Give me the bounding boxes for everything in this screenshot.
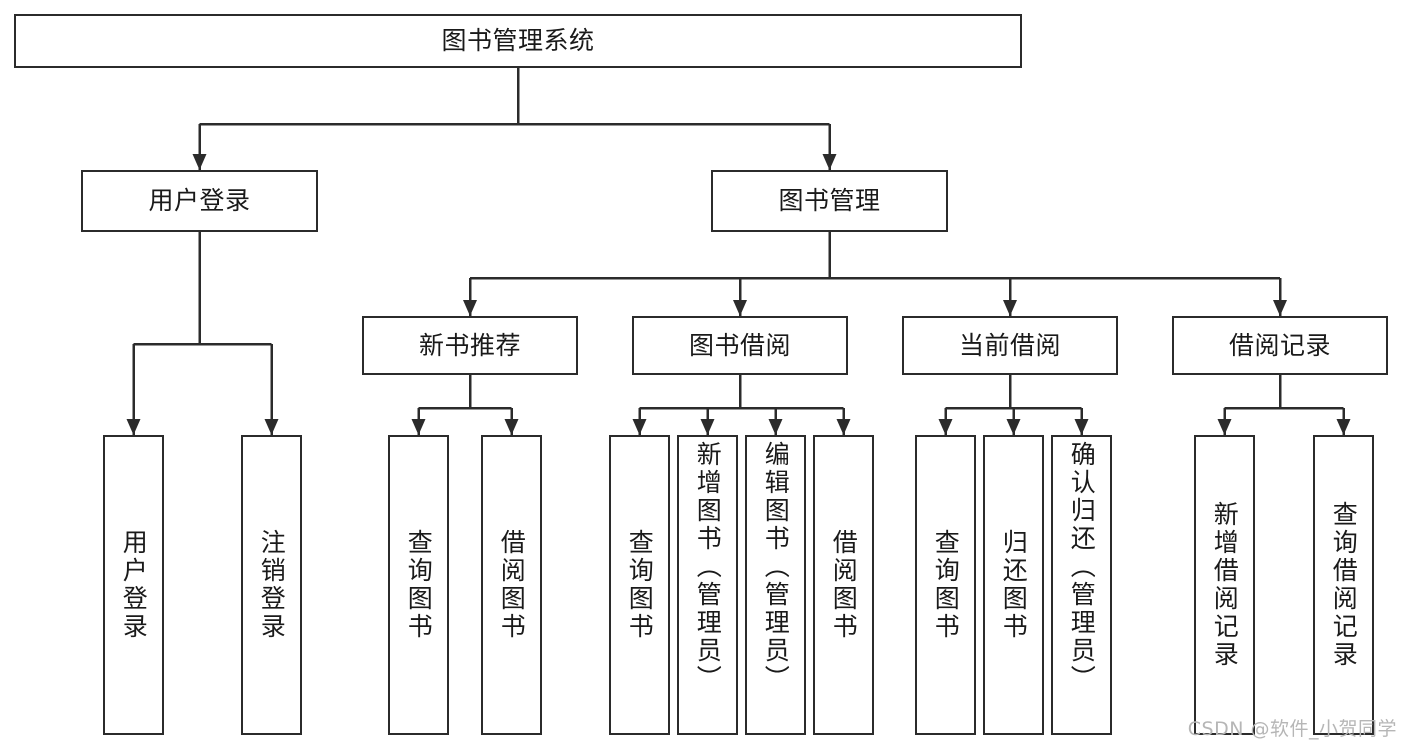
node-leaf-add-book-admin[interactable]: 新增图书（管理员） [677, 435, 738, 735]
node-label: 图书借阅 [688, 330, 791, 360]
node-leaf-query-borrow-record[interactable]: 查询借阅记录 [1313, 435, 1374, 735]
node-book-manage[interactable]: 图书管理 [711, 170, 948, 232]
node-leaf-borrow-book-1[interactable]: 借阅图书 [481, 435, 542, 735]
node-label: 归还图书 [999, 529, 1029, 641]
node-label: 编辑图书（管理员） [761, 441, 791, 693]
node-leaf-query-book-3[interactable]: 查询图书 [915, 435, 976, 735]
node-label: 用户登录 [148, 186, 251, 215]
node-current-borrow[interactable]: 当前借阅 [902, 316, 1118, 375]
node-leaf-logout[interactable]: 注销登录 [241, 435, 302, 735]
node-label: 查询图书 [404, 529, 434, 641]
node-label: 图书管理 [778, 186, 881, 215]
node-label: 借阅记录 [1228, 330, 1331, 360]
node-leaf-borrow-book-2[interactable]: 借阅图书 [813, 435, 874, 735]
node-leaf-edit-book-admin[interactable]: 编辑图书（管理员） [745, 435, 806, 735]
node-user-login[interactable]: 用户登录 [81, 170, 318, 232]
node-new-book-recommend[interactable]: 新书推荐 [362, 316, 578, 375]
node-leaf-query-book-2[interactable]: 查询图书 [609, 435, 670, 735]
node-book-borrow[interactable]: 图书借阅 [632, 316, 848, 375]
node-label: 借阅图书 [497, 529, 527, 641]
node-label: 查询图书 [625, 529, 655, 641]
node-leaf-user-login[interactable]: 用户登录 [103, 435, 164, 735]
node-label: 借阅图书 [829, 529, 859, 641]
watermark-label: CSDN @软件_小贺同学 [1187, 718, 1397, 740]
node-label: 用户登录 [119, 529, 149, 641]
node-leaf-return-book[interactable]: 归还图书 [983, 435, 1044, 735]
node-label: 新增图书（管理员） [693, 441, 723, 693]
node-leaf-confirm-return-admin[interactable]: 确认归还（管理员） [1051, 435, 1112, 735]
node-label: 查询借阅记录 [1329, 501, 1359, 669]
node-label: 查询图书 [931, 529, 961, 641]
node-label: 确认归还（管理员） [1067, 441, 1097, 693]
node-label: 新书推荐 [418, 330, 521, 360]
node-root[interactable]: 图书管理系统 [14, 14, 1022, 68]
node-label: 图书管理系统 [441, 26, 595, 55]
node-label: 当前借阅 [958, 330, 1061, 360]
node-label: 注销登录 [257, 529, 287, 641]
node-leaf-query-book-1[interactable]: 查询图书 [388, 435, 449, 735]
node-borrow-record[interactable]: 借阅记录 [1172, 316, 1388, 375]
node-label: 新增借阅记录 [1210, 501, 1240, 669]
node-leaf-add-borrow-record[interactable]: 新增借阅记录 [1194, 435, 1255, 735]
